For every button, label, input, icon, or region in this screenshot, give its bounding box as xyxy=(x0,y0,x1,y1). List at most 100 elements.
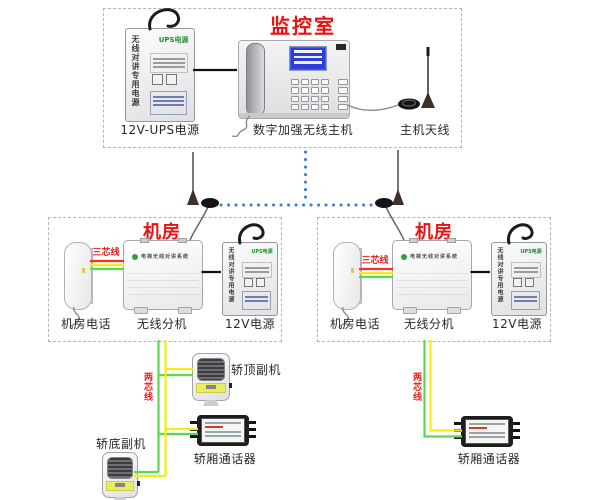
extension-system-text: 电梯无线对讲系统 xyxy=(410,254,459,260)
connector-tab xyxy=(249,421,256,424)
indicator-dot xyxy=(351,268,354,273)
caption-power-left: 12V电源 xyxy=(225,317,275,331)
wire-label-two-core-right: 两芯线 xyxy=(411,372,421,402)
ups-side-text: 无线对讲专用电源 xyxy=(131,34,140,107)
ups-12v-unit-monitor: 无线对讲专用电源 UPS电源 xyxy=(125,28,195,122)
ups-spec-lines xyxy=(242,261,273,278)
ups-brand-label: UPS电源 xyxy=(520,249,542,256)
ups-side-text: 无线对讲专用电源 xyxy=(496,247,503,304)
speaker-grille xyxy=(107,456,133,479)
ups-barcode-label xyxy=(511,291,541,310)
phone-function-keys xyxy=(338,79,348,110)
ups-barcode-label xyxy=(242,291,272,310)
caption-room-phone-right: 机房电话 xyxy=(329,317,381,331)
caption-car-top-unit: 轿顶副机 xyxy=(230,363,282,377)
machine-room-title-right: 机房 xyxy=(415,222,453,243)
connector-tab xyxy=(454,436,461,439)
mount-tab xyxy=(403,307,417,314)
extension-system-text: 电梯无线对讲系统 xyxy=(141,254,190,260)
ups-icon-chips xyxy=(512,278,534,288)
connector-tab xyxy=(190,421,197,424)
rf-dotted-links xyxy=(219,150,380,207)
car-bottom-speaker-unit xyxy=(102,452,140,498)
wire-label-three-core-right: 三芯线 xyxy=(361,256,389,266)
ups-icon-chips xyxy=(243,278,265,288)
top-nub xyxy=(178,238,187,243)
extension-header: 电梯无线对讲系统 xyxy=(132,253,198,260)
top-nub xyxy=(140,238,149,243)
ups-12v-unit-right: 无线对讲专用电源 UPS电源 xyxy=(491,242,547,316)
connector-tab xyxy=(513,429,520,432)
caption-room-phone-left: 机房电话 xyxy=(60,317,112,331)
ups-side-text: 无线对讲专用电源 xyxy=(227,247,234,304)
connector-tab xyxy=(249,428,256,431)
car-top-speaker-unit xyxy=(192,353,232,401)
panel-label xyxy=(465,419,509,444)
connector-strip xyxy=(195,382,227,393)
antenna-base-cone xyxy=(392,189,404,205)
wireless-extension-right: 电梯无线对讲系统 xyxy=(392,238,472,314)
mount-tab xyxy=(178,307,192,314)
ups-brand-label: UPS电源 xyxy=(251,249,273,256)
connector-tab xyxy=(190,435,197,438)
two-core-wires-left xyxy=(134,340,198,478)
wire-label-three-core-left: 三芯线 xyxy=(92,248,120,258)
caption-extension-right: 无线分机 xyxy=(403,317,455,331)
caption-car-intercom-left: 轿厢通话器 xyxy=(193,452,257,466)
wireless-extension-left: 电梯无线对讲系统 xyxy=(123,238,203,314)
caption-car-bottom-unit: 轿底副机 xyxy=(95,437,147,451)
vent-ridges xyxy=(396,267,468,300)
extension-header: 电梯无线对讲系统 xyxy=(401,253,467,260)
top-nub xyxy=(447,238,456,243)
caption-ups-monitor: 12V-UPS电源 xyxy=(120,123,200,137)
connector-tab xyxy=(513,422,520,425)
connector-tab xyxy=(513,436,520,439)
wire-yellow-run xyxy=(429,340,462,432)
phone-handset xyxy=(246,43,265,116)
connector-strip xyxy=(105,480,135,491)
vent-ridges xyxy=(127,267,199,300)
handset-body xyxy=(333,242,361,310)
ups-spec-lines xyxy=(511,261,542,278)
side-knob xyxy=(229,383,232,389)
machine-room-phone-left xyxy=(64,242,93,310)
side-knob xyxy=(137,481,140,487)
machine-room-title-left: 机房 xyxy=(143,222,181,243)
phone-keypad xyxy=(291,79,329,110)
mount-tab xyxy=(134,307,148,314)
phone-lcd-screen xyxy=(289,46,327,71)
brand-logo-icon xyxy=(401,253,407,260)
room-antenna-left xyxy=(187,152,219,208)
ups-12v-unit-left: 无线对讲专用电源 UPS电源 xyxy=(222,242,278,316)
connector-tab xyxy=(454,422,461,425)
wireless-host-phone xyxy=(238,40,350,119)
antenna-cable-coil xyxy=(201,198,219,208)
room-antenna-right xyxy=(375,150,404,208)
antenna-cable-coil xyxy=(375,198,393,208)
connector-tab xyxy=(249,435,256,438)
ups-icon-chips xyxy=(151,74,177,86)
indicator-dot xyxy=(82,268,85,273)
connector-tab xyxy=(190,428,197,431)
handset-body xyxy=(64,242,92,310)
ups-barcode-label xyxy=(150,90,187,115)
top-nub xyxy=(409,238,418,243)
car-intercom-panel-right xyxy=(454,416,520,447)
caption-car-intercom-right: 轿厢通话器 xyxy=(457,452,521,466)
brand-chip xyxy=(336,44,346,50)
mount-tab xyxy=(447,307,461,314)
caption-host-antenna: 主机天线 xyxy=(399,123,451,137)
ups-brand-label: UPS电源 xyxy=(158,36,189,45)
panel-label xyxy=(201,418,245,443)
connector-tab xyxy=(454,429,461,432)
caption-wireless-host: 数字加强无线主机 xyxy=(252,123,354,137)
speaker-grille xyxy=(197,357,225,381)
antenna-base-cone xyxy=(187,189,199,205)
brand-logo-icon xyxy=(132,253,138,260)
caption-extension-left: 无线分机 xyxy=(136,317,188,331)
wire-label-two-core-left: 两芯线 xyxy=(142,372,152,402)
monitor-room-title: 监控室 xyxy=(270,14,336,38)
ups-spec-lines xyxy=(150,52,188,73)
caption-power-right: 12V电源 xyxy=(492,317,542,331)
